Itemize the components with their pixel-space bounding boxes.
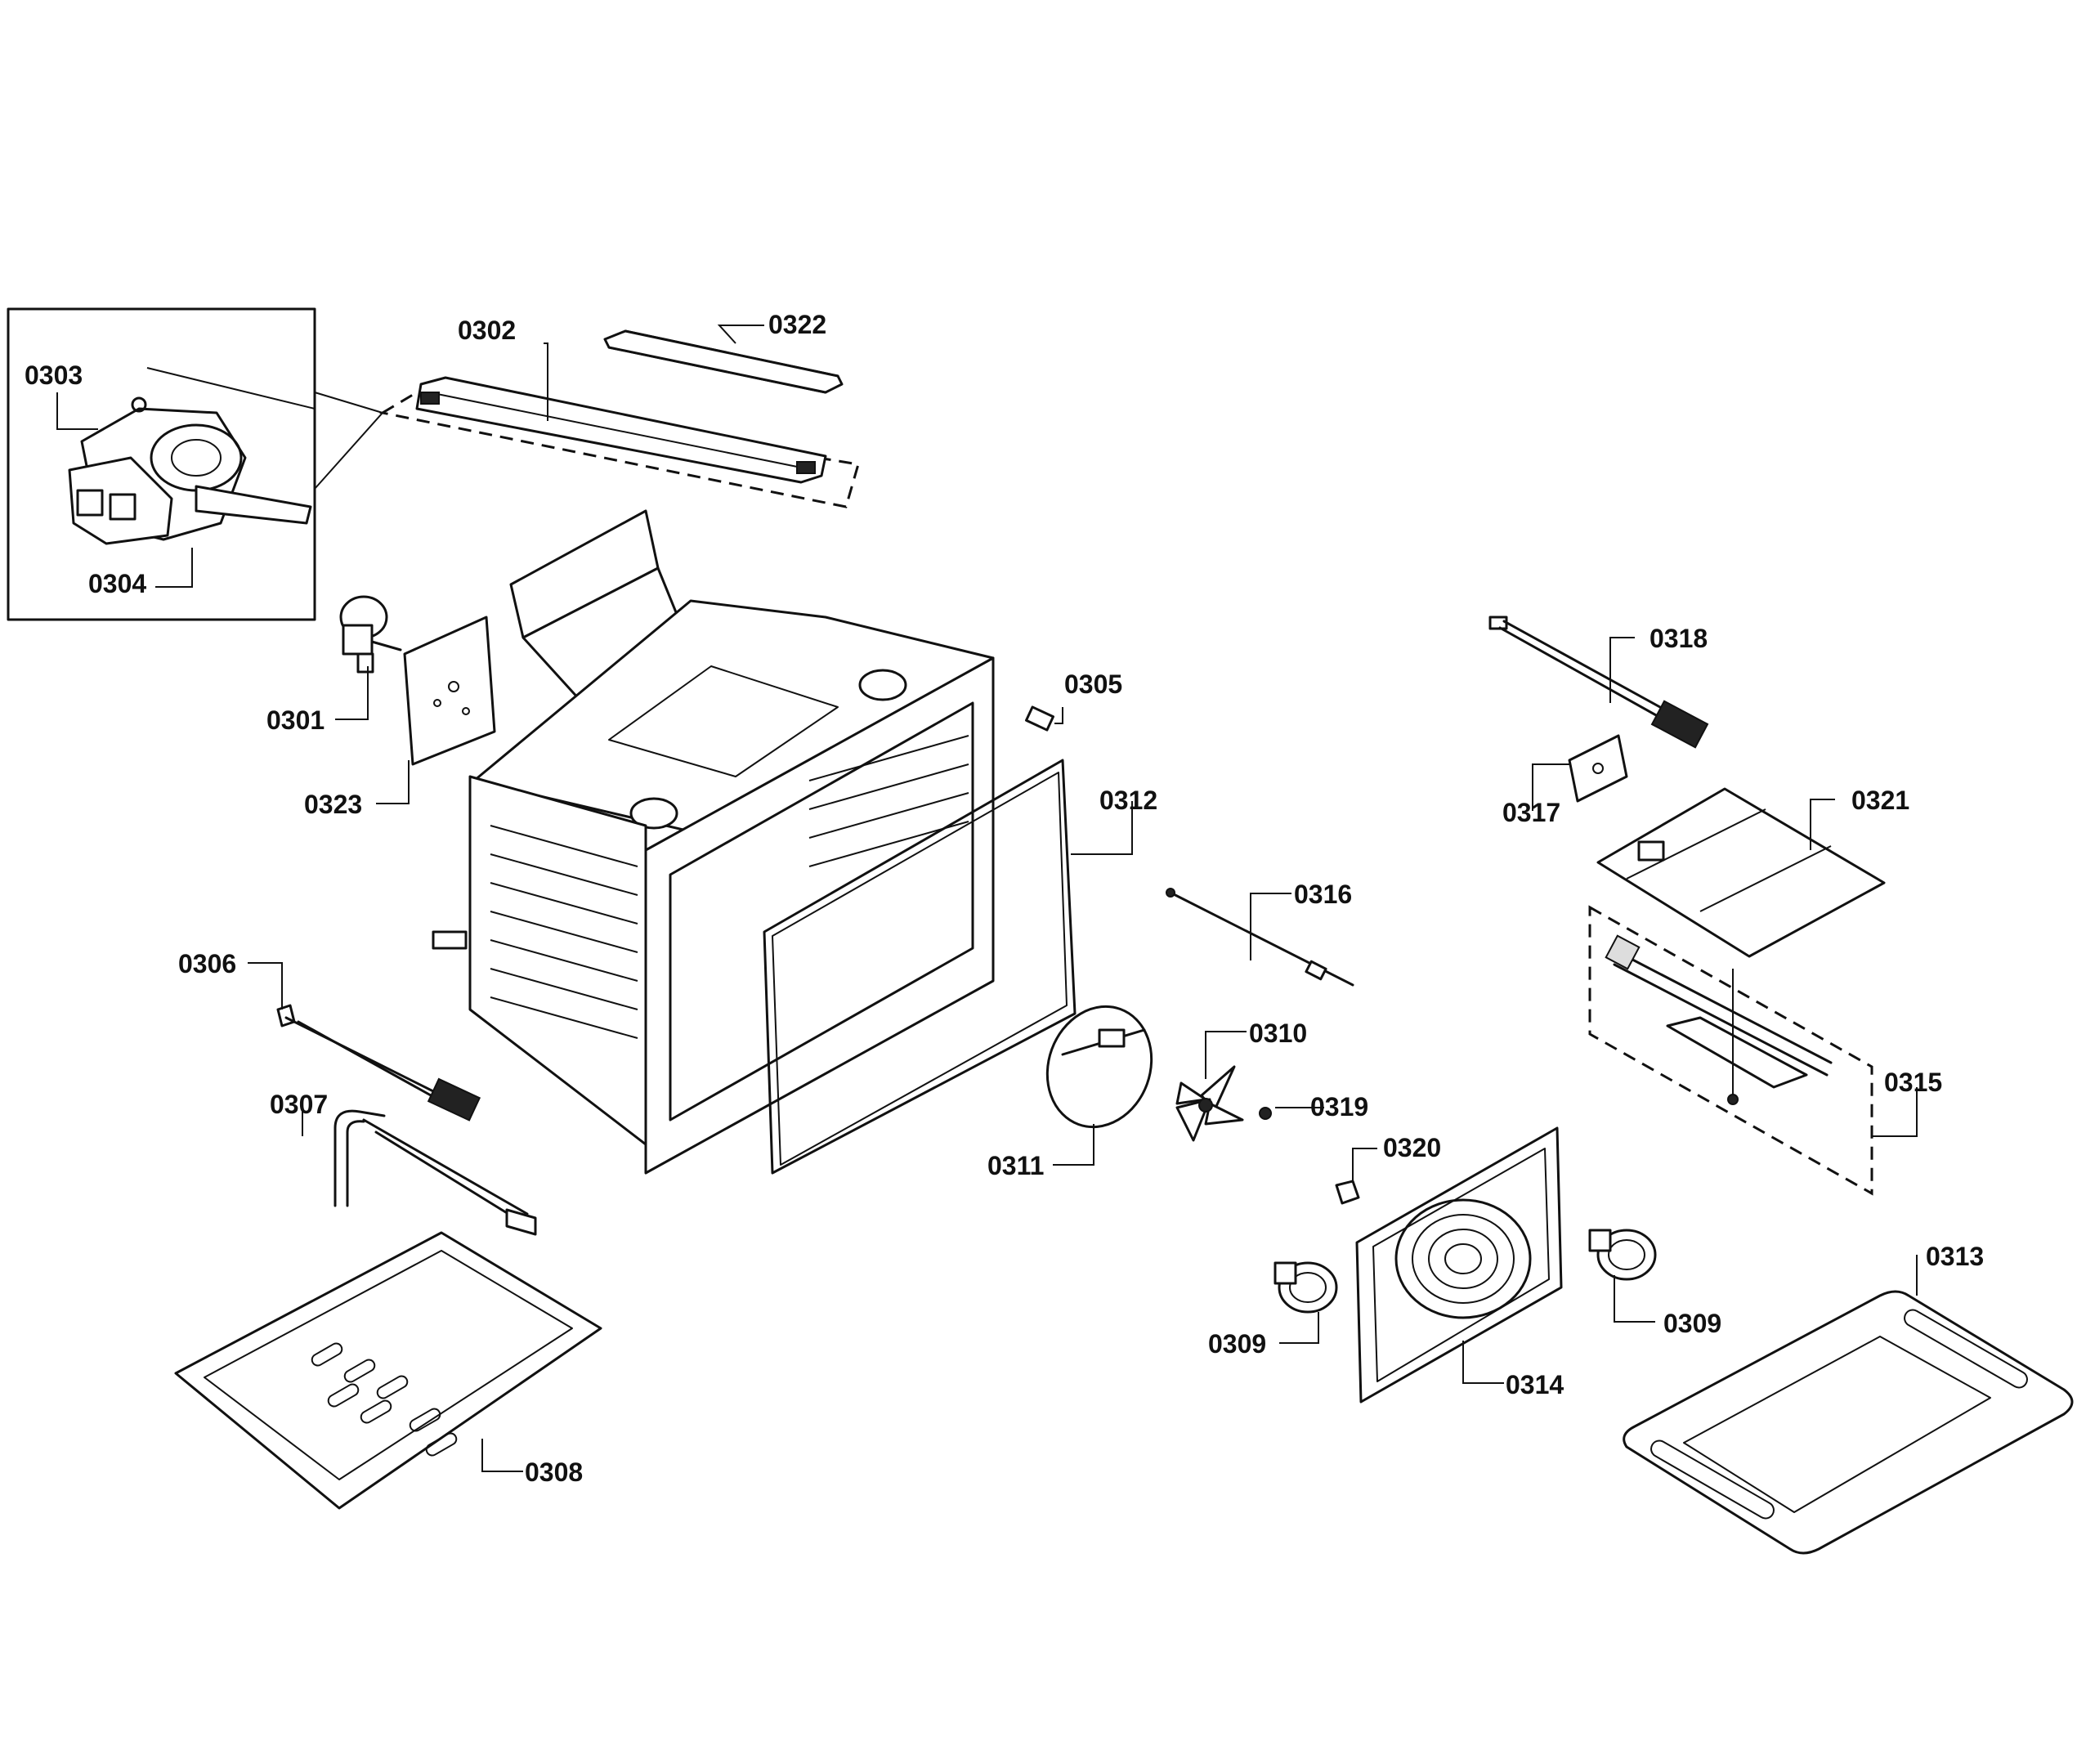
part-0306-graphic <box>276 1004 481 1122</box>
label-0321: 0321 <box>1851 786 1909 815</box>
label-0313: 0313 <box>1926 1242 1984 1271</box>
label-0318: 0318 <box>1650 624 1708 653</box>
part-0302-graphic <box>378 376 860 508</box>
label-0317: 0317 <box>1502 798 1560 827</box>
part-0317-graphic <box>1568 734 1628 803</box>
label-0314: 0314 <box>1506 1370 1564 1399</box>
label-0307: 0307 <box>270 1090 328 1119</box>
label-0302: 0302 <box>458 316 516 345</box>
part-0308-graphic <box>174 1231 602 1510</box>
part-0313-graphic <box>1623 1290 2074 1555</box>
label-0301: 0301 <box>266 705 325 735</box>
part-0305-graphic <box>1025 705 1054 732</box>
part-0301-graphic <box>339 595 402 674</box>
callout-labels: 0303 0304 0302 0322 0301 0323 0305 0312 … <box>25 310 1984 1487</box>
label-0311: 0311 <box>987 1151 1044 1180</box>
part-0316-graphic <box>1166 888 1354 987</box>
part-0321-graphic <box>1596 787 1886 958</box>
label-0312: 0312 <box>1099 786 1157 815</box>
part-0311-graphic <box>1045 1005 1153 1129</box>
label-0322: 0322 <box>768 310 826 339</box>
part-0310-graphic <box>1175 1065 1244 1142</box>
label-0320: 0320 <box>1383 1133 1441 1162</box>
part-0314-graphic <box>1355 1126 1563 1404</box>
part-0307-graphic <box>333 1109 537 1236</box>
part-0322-graphic <box>603 329 844 394</box>
label-0315: 0315 <box>1884 1068 1942 1097</box>
part-0312-graphic <box>763 759 1077 1175</box>
oven-cavity-graphic <box>432 509 995 1175</box>
label-0323: 0323 <box>304 790 362 819</box>
label-0309-right: 0309 <box>1663 1309 1721 1338</box>
label-0319: 0319 <box>1310 1092 1368 1122</box>
part-0323-graphic <box>403 616 496 766</box>
leader-lines <box>56 325 1918 1472</box>
part-0318-graphic <box>1488 616 1709 749</box>
part-0309b-graphic <box>1588 1229 1657 1281</box>
label-0305: 0305 <box>1064 669 1122 699</box>
part-0309a-graphic <box>1274 1261 1338 1314</box>
label-0306: 0306 <box>178 949 236 978</box>
part-0315-graphic <box>1588 905 1873 1196</box>
part-0320-graphic <box>1335 1180 1360 1205</box>
label-0303: 0303 <box>25 360 83 390</box>
label-0309-left: 0309 <box>1208 1329 1266 1359</box>
label-0310: 0310 <box>1249 1019 1307 1048</box>
label-0308: 0308 <box>525 1457 583 1487</box>
label-0316: 0316 <box>1294 880 1352 909</box>
part-0319-graphic <box>1259 1107 1272 1120</box>
label-0304: 0304 <box>88 569 146 598</box>
inset-motor-detail <box>7 307 383 621</box>
